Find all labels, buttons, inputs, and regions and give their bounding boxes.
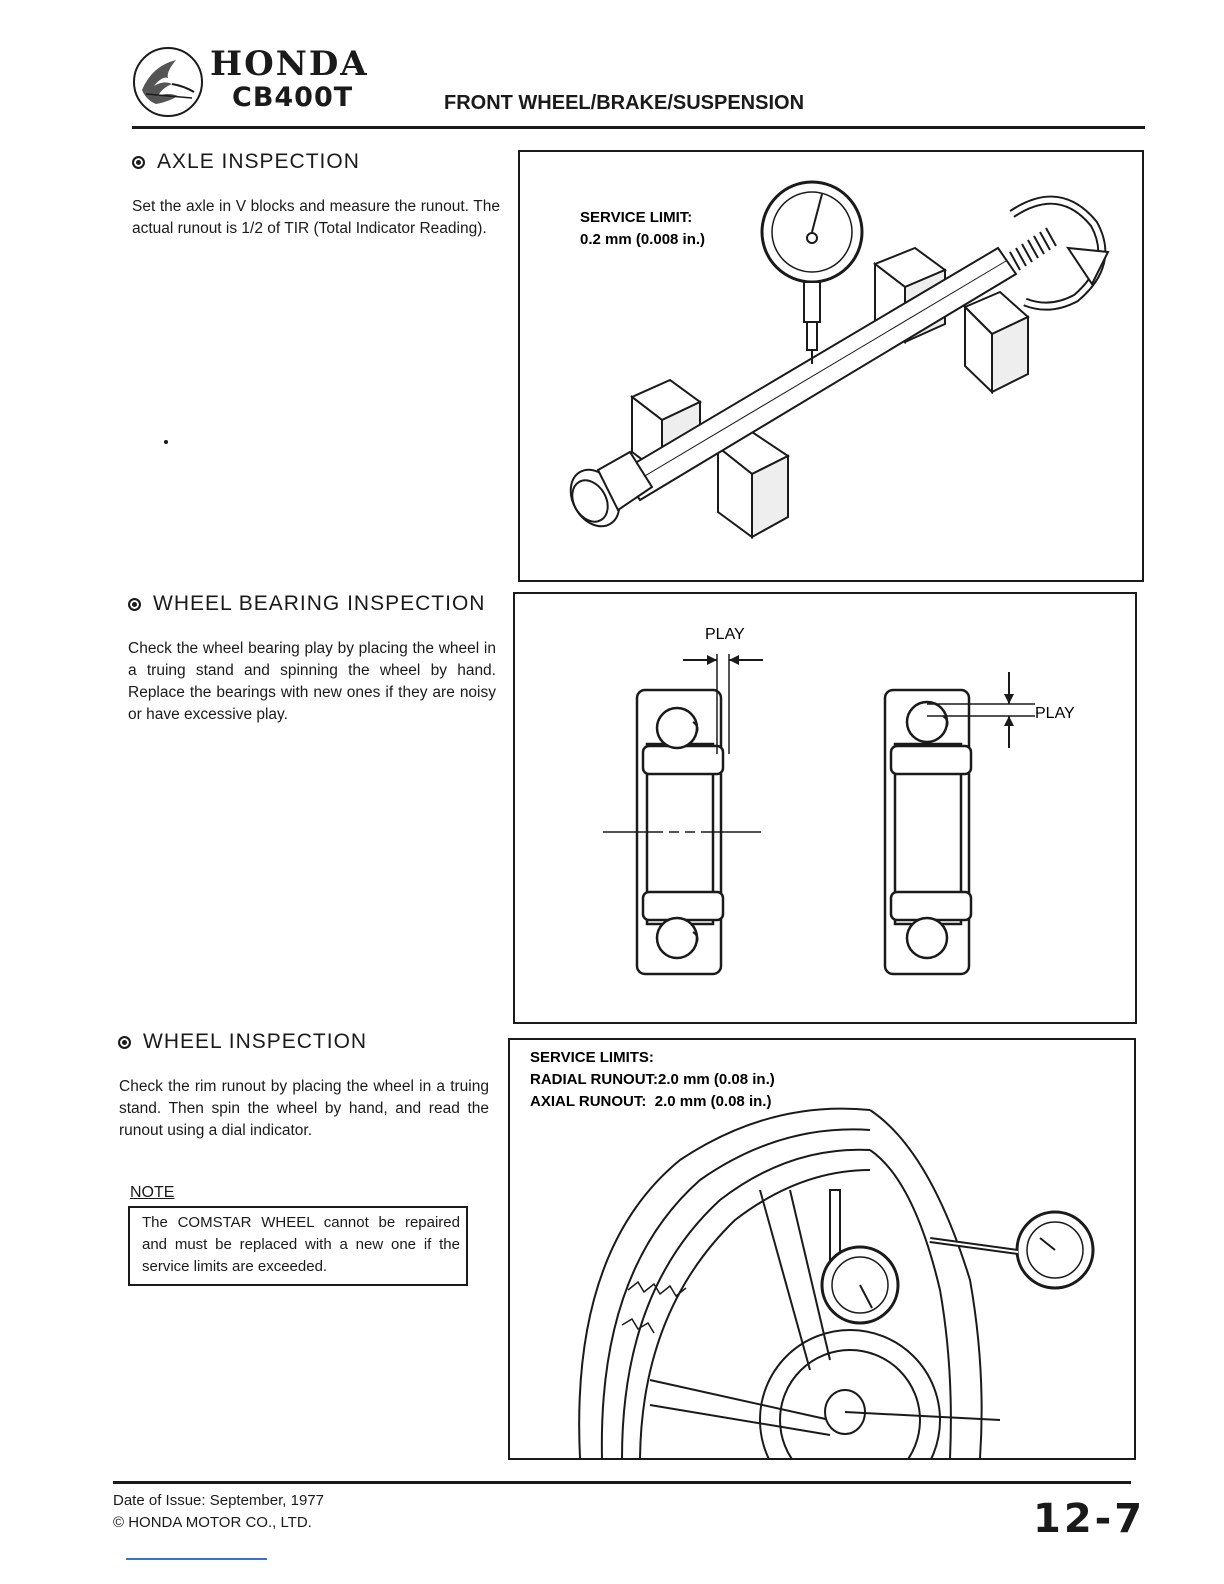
blue-underline — [126, 1558, 267, 1560]
wheel-heading: WHEEL INSPECTION — [118, 1030, 367, 1054]
wheel-service-limits-label: SERVICE LIMITS: — [530, 1049, 654, 1066]
bearing-paragraph: Check the wheel bearing play by placing … — [128, 640, 496, 723]
axial-play-label: PLAY — [705, 626, 745, 643]
radial-play-label: PLAY — [1035, 705, 1075, 722]
note-title: NOTE — [130, 1184, 175, 1201]
header-rule — [132, 126, 1145, 129]
model-name: CB400T — [232, 82, 354, 113]
radial-runout-label: RADIAL RUNOUT:2.0 mm (0.08 in.) — [530, 1071, 775, 1088]
axle-service-limit-label: SERVICE LIMIT: — [580, 209, 692, 226]
footer-info: Date of Issue: September, 1977 © HONDA M… — [113, 1490, 324, 1534]
axle-service-limit-value: 0.2 mm (0.008 in.) — [580, 231, 705, 248]
brand-logo-text: HONDA — [210, 44, 369, 84]
axle-paragraph: Set the axle in V blocks and measure the… — [132, 198, 500, 237]
bearing-heading: WHEEL BEARING INSPECTION — [128, 592, 485, 616]
wheel-paragraph: Check the rim runout by placing the whee… — [119, 1078, 489, 1139]
bullet-icon — [128, 597, 141, 611]
section-title: FRONT WHEEL/BRAKE/SUSPENSION — [444, 92, 805, 114]
bullet-icon — [118, 1035, 131, 1049]
axial-runout-label: AXIAL RUNOUT: 2.0 mm (0.08 in.) — [530, 1093, 771, 1110]
issue-date: Date of Issue: September, 1977 — [113, 1492, 324, 1509]
bearing-figure: PLAY PLAY — [513, 592, 1137, 1024]
axle-figure: SERVICE LIMIT: 0.2 mm (0.008 in.) — [518, 150, 1144, 582]
wheel-figure: SERVICE LIMITS: RADIAL RUNOUT:2.0 mm (0.… — [508, 1038, 1136, 1460]
copyright: © HONDA MOTOR CO., LTD. — [113, 1514, 312, 1531]
note-box: The COMSTAR WHEEL cannot be repaired and… — [128, 1206, 468, 1286]
footer-rule — [113, 1481, 1131, 1484]
bullet-icon — [132, 155, 145, 169]
stray-mark — [164, 440, 168, 444]
honda-wing-emblem — [132, 46, 204, 118]
axle-heading: AXLE INSPECTION — [132, 150, 360, 174]
page-number: 12-7 — [1033, 1496, 1146, 1542]
